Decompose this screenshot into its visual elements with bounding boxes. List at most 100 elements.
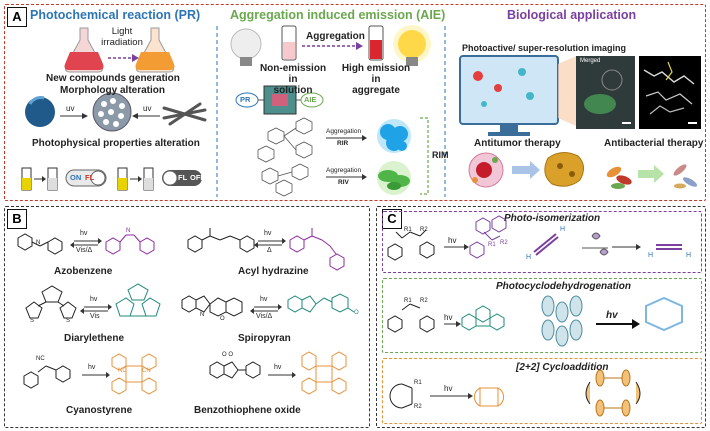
off-label: OFF (190, 173, 205, 182)
spiropyran-closed (181, 295, 243, 317)
azobenzene-arrows (74, 240, 98, 246)
orange-flask-icon (135, 27, 175, 73)
panel-c (376, 206, 706, 428)
orbital-cluster (541, 295, 583, 347)
atom-o-1: O (220, 316, 225, 322)
h-label-4: H (686, 252, 692, 259)
merocyanine-open (287, 293, 355, 313)
section-title-aie: Aggregation induced emission (AIE) (230, 8, 446, 22)
subpanel-photo-isomerization (382, 211, 702, 273)
diaryl-hv: hv (90, 296, 98, 303)
acyl-delta: Δ (267, 247, 272, 254)
atom-cn-3: CN (142, 368, 151, 374)
ethylene-cis (656, 244, 682, 250)
riv-arrow-label: Aggregation (326, 167, 362, 174)
phenanthrene-product (461, 305, 505, 331)
aie-tag: AIE (304, 95, 317, 104)
stilbene-trans (387, 229, 435, 261)
aggregation-label: Aggregation (306, 31, 365, 42)
merged-label: Merged (580, 58, 601, 64)
r1-label-1: R1 (404, 227, 412, 233)
cyanostyrene-monomer (23, 365, 71, 389)
section-title-bio: Biological application (507, 8, 637, 22)
h-label-1: H (526, 254, 532, 261)
destroyed-cell-icon (544, 152, 584, 187)
r1-label-4: R1 (414, 380, 422, 386)
glowing-bulb-icon (393, 25, 431, 66)
cycloaddition-hv: hv (444, 384, 453, 393)
h-label-2: H (560, 226, 566, 233)
super-resolution-image (639, 56, 701, 129)
off-bulb-icon (230, 28, 262, 66)
atom-n-3: N (200, 312, 205, 318)
acyl-hydrazine-name: Acyl hydrazine (238, 266, 309, 277)
hv-bold-label: hv (606, 310, 618, 321)
diaryl-vis: Vis (90, 313, 100, 320)
rim-label: RIM (432, 150, 449, 160)
aggregation-arrow (302, 42, 363, 50)
atom-n-1: N (36, 240, 41, 246)
subpanel-cycloaddition (382, 358, 702, 424)
spiro-hv: hv (260, 296, 268, 303)
ethylene-trans (533, 233, 559, 256)
cyclodehydrogenation-hv: hv (444, 313, 453, 322)
atom-n-2: N (126, 228, 131, 234)
high-emission-label: High emission in aggregate (341, 63, 411, 96)
subpanel-photocyclodehydrogenation (382, 278, 702, 353)
panel-a-letter: A (7, 7, 27, 27)
atom-o-2: O (354, 310, 359, 316)
azobenzene-cis (105, 234, 155, 255)
pi-orbital-overlap (585, 369, 641, 417)
spiropyran-arrows (254, 306, 278, 312)
diarylethene-closed (115, 283, 161, 317)
diarylethene-name: Diarylethene (64, 333, 125, 344)
antitumor-arrow (512, 161, 540, 179)
panel-b-letter: B (7, 209, 27, 229)
cyanostyrene-name: Cyanostyrene (66, 405, 133, 416)
spiro-vis: Vis/Δ (256, 313, 273, 320)
panel-b (4, 206, 370, 428)
h-label-3: H (648, 252, 654, 259)
riv-label: RIV (338, 179, 349, 186)
azobenzene-name: Azobenzene (54, 266, 113, 277)
antibacterial-label: Antibacterial therapy (604, 138, 704, 149)
atom-cn-2: NC (118, 368, 127, 374)
r1-label-3: R1 (404, 298, 412, 304)
light-irradiation-label: Light irradiation (101, 26, 143, 48)
rir-arrow (326, 135, 367, 141)
riv-molecule-icon (261, 163, 309, 197)
diarylethene-arrows (84, 306, 108, 312)
r2-label-4: R2 (414, 404, 422, 410)
tumor-cell-icon (468, 152, 504, 188)
blue-aggregate-icon (377, 119, 411, 153)
azobenzene-trans (17, 233, 63, 255)
porous-sphere-icon (92, 92, 132, 132)
merged-image (576, 56, 635, 129)
cyano-hv: hv (88, 364, 96, 371)
vials-icon (21, 167, 202, 191)
uv-arrow-left (60, 113, 88, 119)
atom-s-1: S (30, 318, 35, 324)
photo-isomerization-title: Photo-isomerization (504, 213, 601, 224)
uv-label-right: uv (143, 104, 152, 113)
rir-molecule-icon (257, 117, 313, 163)
morphology-label: Morphology alteration (60, 85, 165, 96)
zoom-beam (558, 56, 576, 126)
rir-label: RIR (337, 140, 349, 147)
r2-label-1: R2 (420, 227, 428, 233)
uv-label-left: uv (66, 104, 75, 113)
benzo-hv: hv (274, 364, 282, 371)
light-irradiation-arrow (108, 54, 139, 62)
twisted-orbital (582, 232, 609, 256)
photophysical-label: Photophysical properties alteration (32, 138, 200, 149)
rim-bracket (420, 117, 429, 195)
monitor-icon (459, 55, 559, 136)
stilbene-reactant (387, 303, 435, 333)
azo-vis: Vis/Δ (76, 247, 93, 254)
bacteria-icon (606, 166, 632, 189)
pr-tag: PR (240, 95, 251, 104)
benzothiophene-name: Benzothiophene oxide (194, 405, 301, 416)
spiropyran-name: Spiropyran (238, 333, 291, 344)
